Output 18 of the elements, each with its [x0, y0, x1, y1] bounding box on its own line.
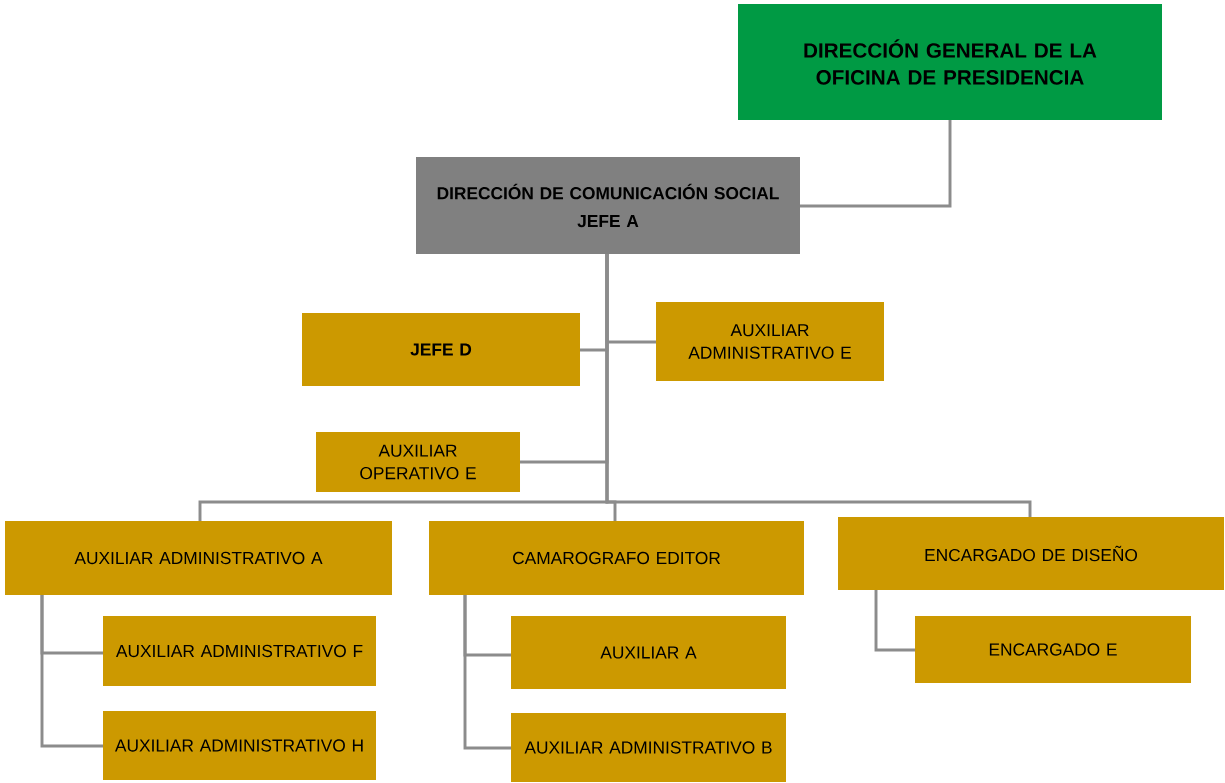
- position-box: AUXILIAR ADMINISTRATIVO A: [5, 521, 392, 595]
- connector-line: [40, 595, 103, 748]
- department-box: DIRECCIÓN DE COMUNICACIÓN SOCIAL JEFE A: [416, 157, 800, 254]
- department-box: DIRECCIÓN GENERAL DE LA OFICINA DE PRESIDENCIA: [738, 4, 1162, 120]
- connector-line: [874, 590, 915, 652]
- connector-line: [605, 254, 1032, 517]
- position-box: AUXILIAR ADMINISTRATIVO H: [103, 711, 376, 780]
- position-box: CAMAROGRAFO EDITOR: [429, 521, 804, 595]
- position-box: AUXILIAR ADMINISTRATIVO B: [511, 713, 786, 782]
- connector-line: [463, 595, 511, 750]
- position-box: AUXILIAR ADMINISTRATIVO E: [656, 302, 884, 381]
- position-box: AUXILIAR A: [511, 616, 786, 689]
- position-box: AUXILIAR ADMINISTRATIVO F: [103, 616, 376, 686]
- position-box: JEFE D: [302, 313, 580, 386]
- position-box: ENCARGADO DE DISEÑO: [838, 517, 1224, 590]
- position-box: AUXILIAR OPERATIVO E: [316, 432, 520, 492]
- connector-line: [800, 120, 952, 208]
- position-box: ENCARGADO E: [915, 616, 1191, 683]
